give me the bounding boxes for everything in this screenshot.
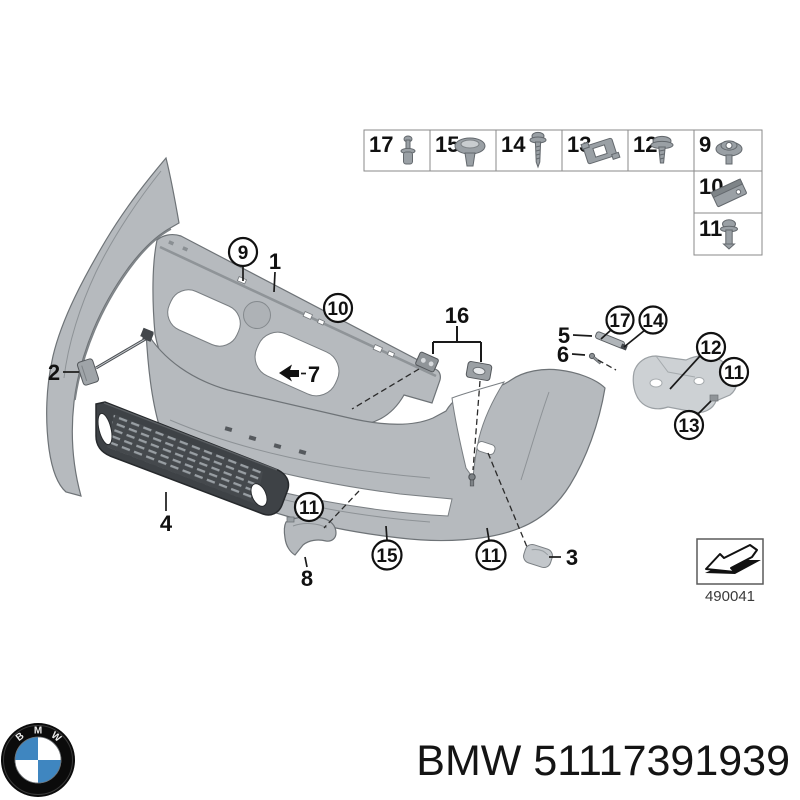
callout-13: 13 <box>673 409 705 441</box>
label-7: 7 <box>308 362 320 387</box>
kidney-opening-left <box>167 289 241 347</box>
svg-text:11: 11 <box>481 546 502 567</box>
grille-end-left <box>97 412 113 446</box>
label-4: 4 <box>160 511 173 536</box>
arrow-7 <box>279 364 299 382</box>
callout-11-left: 11 <box>293 491 325 523</box>
callout-17: 17 <box>605 305 635 335</box>
svg-text:15: 15 <box>376 546 398 567</box>
callout-12: 12 <box>695 331 727 363</box>
svg-text:12: 12 <box>700 338 721 359</box>
fog-bracket <box>283 516 337 556</box>
mounting-holes <box>236 276 396 358</box>
washer-jet-opening <box>476 441 496 455</box>
small-screw-6 <box>588 352 602 365</box>
svg-text:11: 11 <box>299 498 320 519</box>
grille-mesh <box>107 414 263 504</box>
part-number-text: BMW 51117391939 <box>416 737 790 785</box>
label-6: 6 <box>557 342 569 367</box>
lip-tabs <box>224 426 307 456</box>
side-support-bracket <box>632 355 738 414</box>
screw-on-skin <box>468 473 476 487</box>
label-2: 2 <box>48 360 60 385</box>
callout-14: 14 <box>638 305 668 335</box>
kidney-opening-right <box>254 331 340 397</box>
grille-end-right <box>250 483 268 507</box>
sheet-metal-clip-icon <box>710 178 747 208</box>
roundel-quadrant <box>38 760 61 783</box>
bracket-clip <box>709 394 719 402</box>
plain-labels: 1 2 3 4 5 6 7 8 16 <box>48 249 593 591</box>
callout-10: 10 <box>322 292 354 324</box>
label-8: 8 <box>301 566 313 591</box>
expanding-rivet-icon <box>454 137 486 167</box>
svg-text:13: 13 <box>678 416 699 437</box>
edge-tabs <box>168 240 189 252</box>
legend-num-17: 17 <box>369 132 393 157</box>
callout-11-right: 11 <box>718 356 750 388</box>
flange-screw-icon <box>650 135 674 164</box>
washer-screw-icon <box>715 140 743 165</box>
logo-letter-m: M <box>34 726 42 737</box>
bumper-trim-panel <box>152 234 441 426</box>
center-grille <box>95 401 290 516</box>
svg-text:14: 14 <box>642 311 664 332</box>
label-16: 16 <box>445 303 469 328</box>
callout-9: 9 <box>227 236 259 268</box>
tow-eye-cover <box>76 330 154 386</box>
svg-text:17: 17 <box>609 311 630 332</box>
direction-arrow-icon <box>705 544 758 573</box>
callouts: 9 10 17 14 12 11 13 11 15 11 <box>227 236 750 571</box>
legend-num-11: 11 <box>699 216 722 241</box>
legend-num-14: 14 <box>501 132 526 157</box>
roundel-quadrant <box>15 737 38 760</box>
ref-box: 490041 <box>696 538 764 605</box>
svg-text:11: 11 <box>724 363 745 384</box>
assembly-axes <box>323 359 617 548</box>
label-3: 3 <box>566 545 578 570</box>
mounting-clip-right <box>465 361 493 381</box>
blind-rivet-icon <box>400 135 416 165</box>
ref-code: 490041 <box>705 588 755 605</box>
rivet-bolt-icon <box>720 219 738 250</box>
label-5: 5 <box>558 323 570 348</box>
emblem-recess <box>243 301 271 329</box>
svg-text:10: 10 <box>327 299 348 320</box>
tapping-screw-icon <box>529 131 547 169</box>
callout-15: 15 <box>371 539 403 571</box>
washer-cover-cap <box>523 543 553 569</box>
legend-num-9: 9 <box>699 132 711 157</box>
svg-text:9: 9 <box>238 243 249 264</box>
callout-11-bottom: 11 <box>475 539 507 571</box>
cage-nut-icon <box>580 137 621 165</box>
bmw-logo: B M W <box>1 723 75 797</box>
fastener-legend-table: 17 15 14 13 12 9 10 11 <box>363 129 763 256</box>
mounting-clip-left <box>415 351 439 373</box>
side-scoop-opening <box>451 381 506 480</box>
label-1: 1 <box>269 249 281 274</box>
